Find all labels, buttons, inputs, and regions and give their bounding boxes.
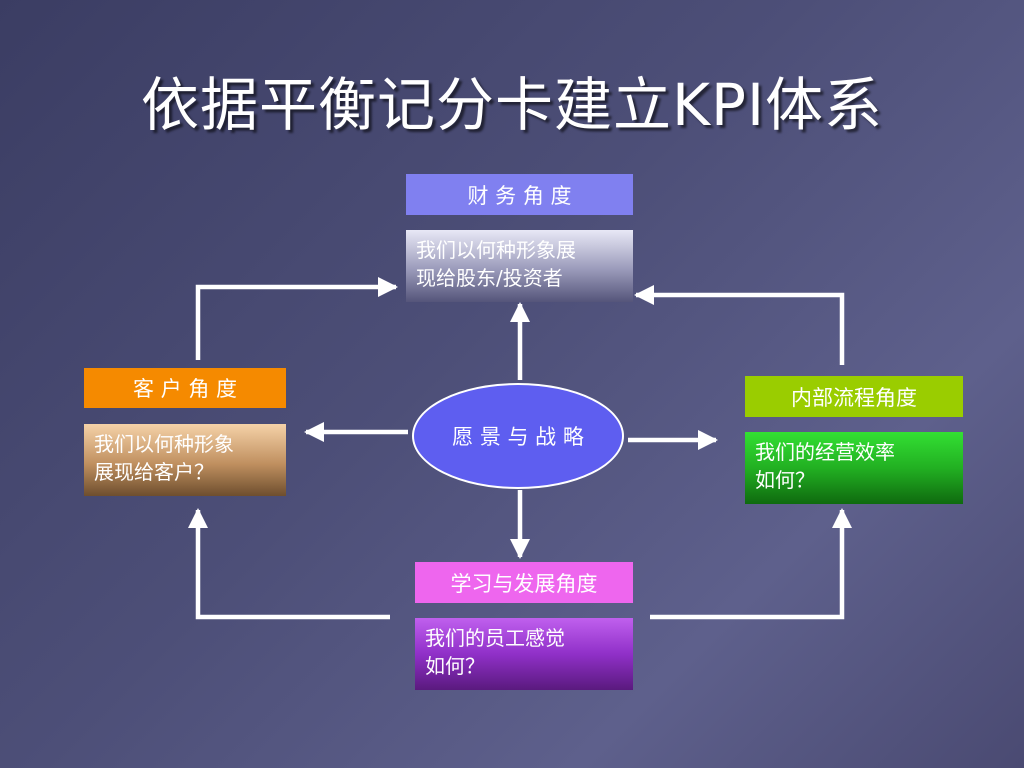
arrow-internal-to-financial xyxy=(633,284,845,365)
internal-process-perspective-label: 内部流程角度 xyxy=(745,376,963,417)
financial-perspective-label: 财 务 角 度 xyxy=(406,174,633,215)
learning-growth-perspective-label: 学习与发展角度 xyxy=(415,562,633,603)
vision-strategy-label: 愿 景 与 战 略 xyxy=(452,425,584,449)
slide-title: 依据平衡记分卡建立KPI体系 xyxy=(140,71,884,139)
learning-growth-question-box: 我们的员工感觉 如何？ xyxy=(415,618,633,690)
arrow-customer-to-financial xyxy=(195,276,399,360)
internal-process-question-box: 我们的经营效率 如何？ xyxy=(745,432,963,504)
customer-perspective-label: 客 户 角 度 xyxy=(84,368,286,408)
financial-question-box: 我们以何种形象展 现给股东/投资者 xyxy=(406,230,633,302)
arrow-learning-to-customer xyxy=(187,507,390,620)
arrow-learning-to-internal xyxy=(650,507,853,620)
vision-strategy-ellipse: 愿 景 与 战 略 xyxy=(412,383,624,489)
customer-question-box: 我们以何种形象 展现给客户？ xyxy=(84,424,286,496)
